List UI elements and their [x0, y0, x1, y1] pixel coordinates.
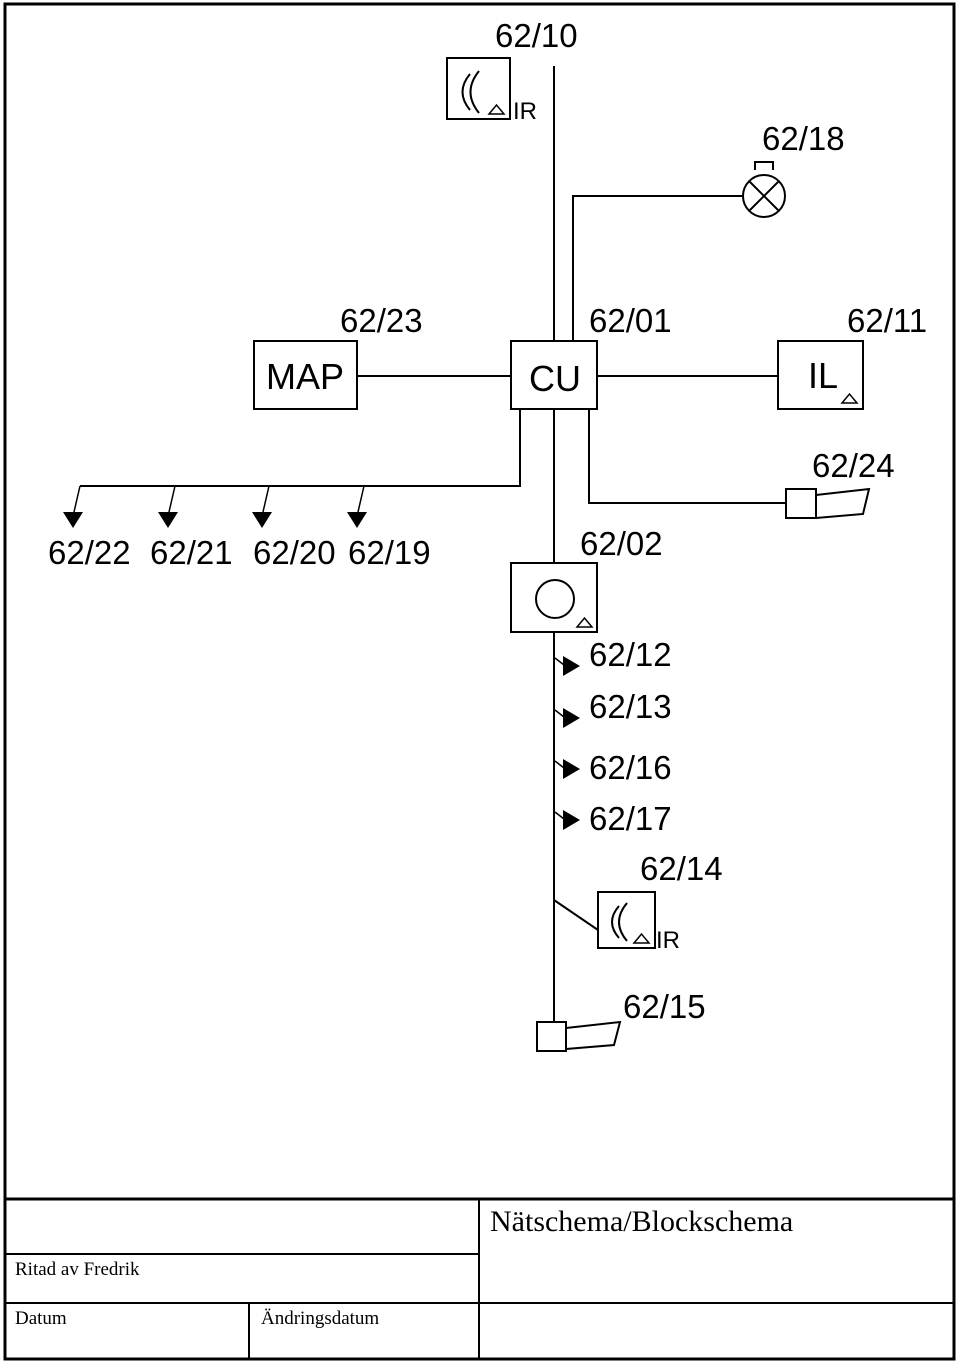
output-arrow: 62/21	[150, 485, 233, 571]
date-label: Datum	[15, 1308, 67, 1329]
horn-bottom-id: 62/15	[623, 988, 706, 1025]
left-outputs: 62/22 62/21 62/20 62/19	[48, 485, 431, 571]
horn-62-24: 62/24	[785, 447, 895, 519]
horn-icon	[565, 1020, 622, 1050]
round-sensor: 62/02	[510, 525, 663, 633]
title-block: Nätschema/Blockschema Ritad av Fredrik D…	[5, 1197, 954, 1359]
lamp-62-18: 62/18	[742, 120, 845, 218]
ir-sensor-top: 62/10 IR	[446, 17, 578, 125]
input-arrow: 62/13	[554, 688, 672, 728]
cu-label: CU	[529, 358, 581, 399]
output-arrow: 62/20	[252, 485, 336, 571]
horn-62-15: 62/15	[536, 988, 706, 1052]
input-label: 62/12	[589, 636, 672, 673]
input-label: 62/16	[589, 749, 672, 786]
horn-right-id: 62/24	[812, 447, 895, 484]
output-label: 62/20	[253, 534, 336, 571]
changed-date-label: Ändringsdatum	[261, 1308, 379, 1329]
ir-sensor-bottom: 62/14 IR	[597, 850, 723, 954]
input-arrow: 62/16	[554, 749, 672, 786]
output-arrow: 62/22	[48, 485, 131, 571]
triangle-icon	[487, 103, 506, 115]
lamp-id: 62/18	[762, 120, 845, 157]
page-frame	[3, 2, 956, 1361]
output-label: 62/21	[150, 534, 233, 571]
drawn-by: Ritad av Fredrik	[15, 1259, 140, 1280]
map-label: MAP	[266, 356, 344, 397]
input-arrow: 62/17	[554, 800, 672, 837]
round-sensor-id: 62/02	[580, 525, 663, 562]
input-label: 62/17	[589, 800, 672, 837]
output-label: 62/19	[348, 534, 431, 571]
ir-sensor-top-label: IR	[513, 98, 537, 125]
triangle-icon	[840, 392, 859, 404]
circle-icon	[535, 579, 575, 619]
il-unit: 62/11 IL	[777, 302, 927, 410]
triangle-icon	[632, 932, 651, 944]
horn-icon	[815, 487, 871, 519]
wiring	[80, 66, 786, 1022]
ir-sensor-top-id: 62/10	[495, 17, 578, 54]
map-id: 62/23	[340, 302, 423, 339]
input-arrow: 62/12	[554, 636, 672, 676]
drawing-title: Nätschema/Blockschema	[490, 1205, 793, 1238]
bus-inputs: 62/12 62/13 62/16 62/17	[554, 636, 672, 837]
triangle-icon	[575, 616, 594, 628]
output-label: 62/22	[48, 534, 131, 571]
output-arrow: 62/19	[347, 485, 431, 571]
control-unit: 62/01 CU	[510, 302, 672, 410]
il-label: IL	[808, 355, 838, 396]
cu-id: 62/01	[589, 302, 672, 339]
il-id: 62/11	[847, 302, 927, 339]
input-label: 62/13	[589, 688, 672, 725]
map-unit: 62/23 MAP	[253, 302, 423, 410]
ir-sensor-bottom-label: IR	[656, 927, 680, 954]
ir-sensor-bottom-id: 62/14	[640, 850, 723, 887]
